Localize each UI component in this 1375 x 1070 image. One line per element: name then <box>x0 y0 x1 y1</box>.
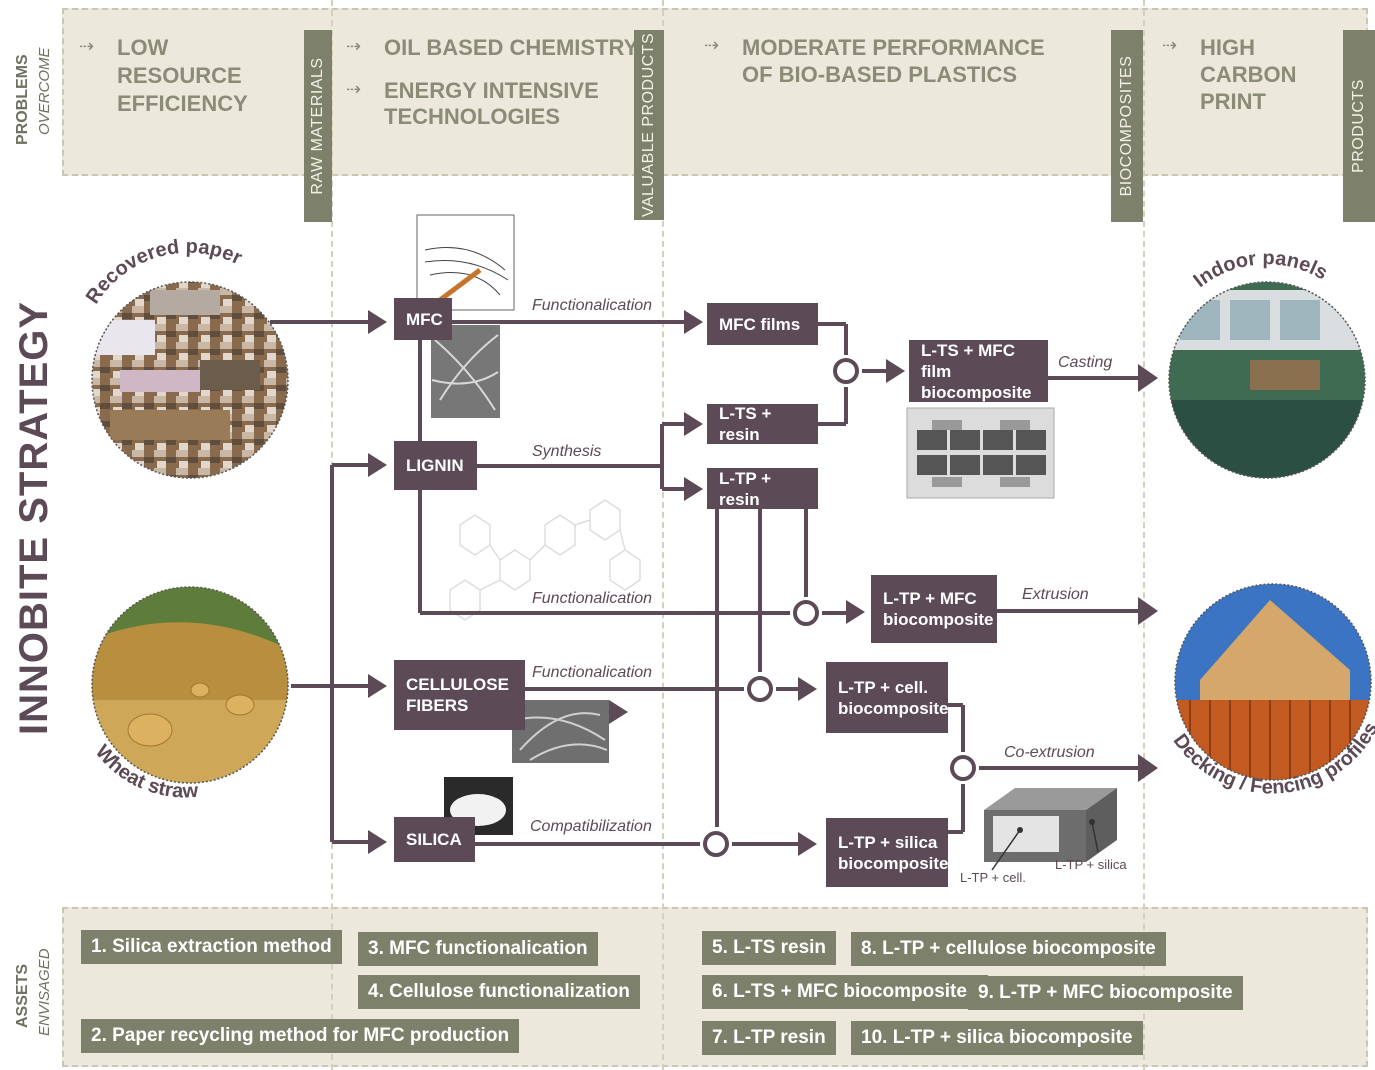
edge-label-co-extrusion: Co-extrusion <box>1004 744 1095 761</box>
profile-label-silica: L-TP + silica <box>1055 857 1127 872</box>
node-mfc-films: MFC films <box>707 303 818 345</box>
node-lignin: LIGNIN <box>394 441 477 490</box>
node-ltp-silica-biocomposite: L-TP + silica biocomposite <box>826 818 949 887</box>
recovered-paper-image <box>91 281 289 479</box>
problems-band <box>62 8 1368 176</box>
profile-sketch <box>984 788 1117 871</box>
lignin-structure-sketch <box>449 499 641 621</box>
problem-oil-chemistry: ⇢ OIL BASED CHEMISTRY <box>346 34 639 62</box>
junction-circle <box>833 358 859 384</box>
edge-label-functionalication: Functionalication <box>532 664 653 681</box>
node-lts-resin: L-TS + resin <box>707 404 818 444</box>
decking-fencing-image <box>1174 583 1372 781</box>
problem-carbon-print: ⇢ HIGH CARBON PRINT <box>1162 34 1297 115</box>
junction-circles <box>703 358 976 857</box>
mfc-fiber-sketch <box>416 214 515 311</box>
node-lts-mfc-biocomposite: L-TS + MFC film biocomposite <box>909 340 1048 402</box>
asset-item: 4. Cellulose functionalization <box>358 975 640 1009</box>
problem-low-resource: ⇢ LOW RESOURCE EFFICIENCY <box>79 34 248 118</box>
dashed-arrow-icon: ⇢ <box>704 35 720 55</box>
stage-tag-valuable-products: VALUABLE PRODUCTS <box>634 30 664 220</box>
problem-text: HIGH CARBON PRINT <box>1200 35 1297 114</box>
edge-label-compatibilization: Compatibilization <box>530 818 652 835</box>
stage-tag-products: PRODUCTS <box>1343 30 1375 222</box>
asset-item: 5. L-TS resin <box>702 931 837 965</box>
node-ltp-resin: L-TP + resin <box>707 468 818 509</box>
edge-label-functionalication: Functionalication <box>532 297 653 314</box>
profile-label-cell: L-TP + cell. <box>960 870 1026 885</box>
junction-circle <box>747 676 773 702</box>
asset-item: 3. MFC functionalication <box>358 932 598 966</box>
cellulose-micrograph <box>512 700 609 763</box>
problem-text: ENERGY INTENSIVE TECHNOLOGIES <box>384 78 599 129</box>
dashed-arrow-icon: ⇢ <box>346 36 362 56</box>
indoor-panels-image <box>1168 281 1366 479</box>
problem-text: MODERATE PERFORMANCE OF BIO-BASED PLASTI… <box>742 35 1045 87</box>
junction-circle <box>793 600 819 626</box>
edge-label-synthesis: Synthesis <box>532 443 602 460</box>
stage-tag-biocomposites: BIOCOMPOSITES <box>1111 30 1143 222</box>
node-silica: SILICA <box>394 817 475 862</box>
node-ltp-mfc-biocomposite: L-TP + MFC biocomposite <box>871 575 997 643</box>
problem-energy: ⇢ ENERGY INTENSIVE TECHNOLOGIES <box>346 78 599 130</box>
dashed-arrow-icon: ⇢ <box>79 36 95 56</box>
divider-valuable-products <box>662 0 664 1070</box>
node-cellulose-fibers: CELLULOSE FIBERS <box>394 660 525 730</box>
edge-label-functionalication: Functionalication <box>532 590 653 607</box>
problem-text: OIL BASED CHEMISTRY <box>384 35 639 60</box>
stage-tag-raw-materials: RAW MATERIALS <box>304 30 332 222</box>
asset-item: 9. L-TP + MFC biocomposite <box>968 976 1243 1010</box>
divider-biocomposites <box>1143 0 1145 1070</box>
asset-item: 8. L-TP + cellulose biocomposite <box>851 932 1166 966</box>
arrowheads <box>368 310 1158 856</box>
problem-moderate-performance: ⇢ MODERATE PERFORMANCE OF BIO-BASED PLAS… <box>704 34 1045 88</box>
panel-sketch <box>906 407 1055 499</box>
edge-label-casting: Casting <box>1058 354 1113 371</box>
asset-item: 7. L-TP resin <box>702 1021 836 1055</box>
asset-item: 1. Silica extraction method <box>81 930 342 964</box>
problem-text: LOW RESOURCE EFFICIENCY <box>117 35 248 116</box>
dashed-arrow-icon: ⇢ <box>1162 35 1178 55</box>
junction-circle <box>950 755 976 781</box>
asset-item: 2. Paper recycling method for MFC produc… <box>81 1019 520 1053</box>
node-mfc: MFC <box>394 298 452 340</box>
flow-lines <box>270 320 1138 846</box>
asset-item: 6. L-TS + MFC biocomposites <box>702 975 988 1009</box>
junction-circle <box>703 831 729 857</box>
mfc-micrograph <box>431 325 500 418</box>
dashed-arrow-icon: ⇢ <box>346 79 362 99</box>
asset-item: 10. L-TP + silica biocomposite <box>851 1021 1143 1055</box>
edge-label-extrusion: Extrusion <box>1022 586 1089 603</box>
node-ltp-cell-biocomposite: L-TP + cell. biocomposite <box>826 662 949 733</box>
